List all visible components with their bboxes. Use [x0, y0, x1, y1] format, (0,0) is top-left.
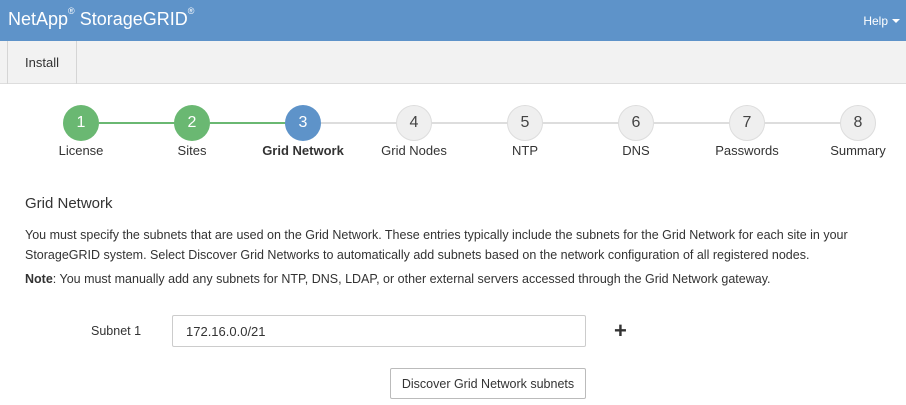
subnet-1-label: Subnet 1 — [91, 324, 142, 338]
step-connector — [654, 122, 748, 124]
step-1-circle[interactable]: 1 — [63, 105, 99, 141]
step-4-label: Grid Nodes — [381, 143, 447, 158]
subnet-1-input[interactable] — [172, 315, 586, 347]
chevron-down-icon — [892, 19, 900, 23]
step-3-label: Grid Network — [262, 143, 344, 158]
description-text: You must specify the subnets that are us… — [25, 228, 848, 262]
step-connector — [99, 122, 193, 124]
step-2-circle[interactable]: 2 — [174, 105, 210, 141]
note-body: : You must manually add any subnets for … — [52, 272, 771, 286]
step-6-circle: 6 — [618, 105, 654, 141]
step-7-circle: 7 — [729, 105, 765, 141]
step-8-label: Summary — [830, 143, 886, 158]
brand-logo: NetApp® StorageGRID® — [8, 6, 195, 30]
brand-netapp: NetApp — [8, 9, 69, 29]
note-text: Note: You must manually add any subnets … — [25, 272, 895, 286]
step-5-label: NTP — [512, 143, 538, 158]
step-5-circle: 5 — [507, 105, 543, 141]
brand-product: StorageGRID — [74, 9, 188, 29]
tab-install[interactable]: Install — [7, 41, 77, 84]
note-label: Note — [25, 272, 53, 286]
step-6-label: DNS — [622, 143, 650, 158]
step-connector — [210, 122, 304, 124]
registered-mark: ® — [187, 6, 195, 16]
discover-grid-network-button[interactable]: Discover Grid Network subnets — [390, 368, 586, 399]
step-connector — [432, 122, 526, 124]
help-label: Help — [863, 14, 888, 28]
page-title: Grid Network — [25, 195, 113, 212]
step-connector — [321, 122, 415, 124]
step-connector — [543, 122, 637, 124]
step-connector — [765, 122, 859, 124]
step-7-label: Passwords — [715, 143, 779, 158]
help-menu[interactable]: Help — [863, 14, 900, 28]
step-2-label: Sites — [177, 143, 207, 158]
step-1-label: License — [58, 143, 104, 158]
step-4-circle: 4 — [396, 105, 432, 141]
top-navbar: NetApp® StorageGRID® Help — [0, 0, 906, 41]
registered-mark: ® — [68, 6, 75, 16]
add-subnet-icon[interactable]: + — [614, 318, 627, 343]
step-3-circle[interactable]: 3 — [285, 105, 321, 141]
install-stepper: 1 License 2 Sites 3 Grid Network 4 Grid … — [0, 100, 906, 170]
step-8-circle: 8 — [840, 105, 876, 141]
tab-bar: Install — [0, 41, 906, 84]
